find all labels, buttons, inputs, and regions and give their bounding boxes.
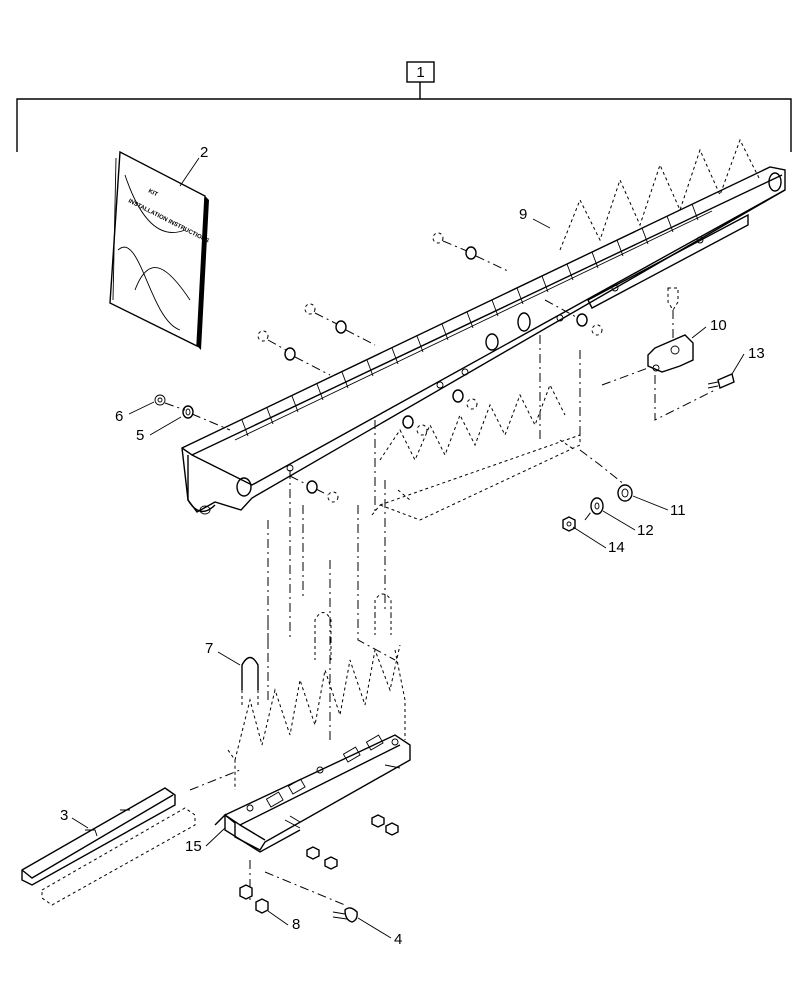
callout-13[interactable]: 13	[748, 345, 765, 362]
wear-strip[interactable]	[21, 787, 196, 906]
nut-8[interactable]	[255, 898, 269, 914]
rail-hardware[interactable]	[154, 232, 603, 503]
washer-12[interactable]	[590, 497, 604, 515]
lower-guard-assembly[interactable]	[214, 644, 411, 853]
callout-3[interactable]: 3	[60, 807, 68, 824]
callout-12[interactable]: 12	[637, 522, 654, 539]
manual-title: KIT	[147, 188, 159, 198]
callout-labels: 2 3 4 5 6 7 8 9 10 11 12 13 14 15	[60, 144, 765, 948]
callout-leaders	[71, 157, 745, 939]
washer-5[interactable]	[182, 405, 194, 419]
callout-6[interactable]: 6	[115, 408, 123, 425]
u-bolt-7[interactable]	[241, 656, 259, 691]
kit-number-label: 1	[416, 64, 424, 81]
assembly-leader-lines	[189, 470, 396, 906]
nut-11[interactable]	[617, 484, 633, 502]
callout-5[interactable]: 5	[136, 427, 144, 444]
bracket-10[interactable]	[601, 287, 735, 421]
callout-15[interactable]: 15	[185, 838, 202, 855]
bolt-4[interactable]	[344, 907, 358, 923]
nut-14[interactable]	[562, 516, 576, 532]
instruction-manual[interactable]: KIT INSTALLATION INSTRUCTIONS	[109, 150, 210, 350]
u-bolts[interactable]	[241, 593, 392, 705]
callout-9[interactable]: 9	[519, 206, 527, 223]
callout-4[interactable]: 4	[394, 931, 402, 948]
upper-guard-assembly[interactable]	[371, 335, 581, 521]
lower-hardware[interactable]	[239, 814, 399, 923]
callout-7[interactable]: 7	[205, 640, 213, 657]
callout-2[interactable]: 2	[200, 144, 208, 161]
callout-11[interactable]: 11	[670, 502, 686, 519]
kit-bracket: 1	[16, 61, 792, 152]
callout-14[interactable]: 14	[608, 539, 625, 556]
screw-13[interactable]	[717, 373, 735, 389]
bolt-upper[interactable]	[667, 287, 679, 311]
callout-8[interactable]: 8	[292, 916, 300, 933]
main-rail[interactable]	[181, 138, 786, 515]
nut-washer-set[interactable]	[562, 449, 633, 532]
callout-10[interactable]: 10	[710, 317, 727, 334]
nut-6[interactable]	[154, 394, 166, 406]
